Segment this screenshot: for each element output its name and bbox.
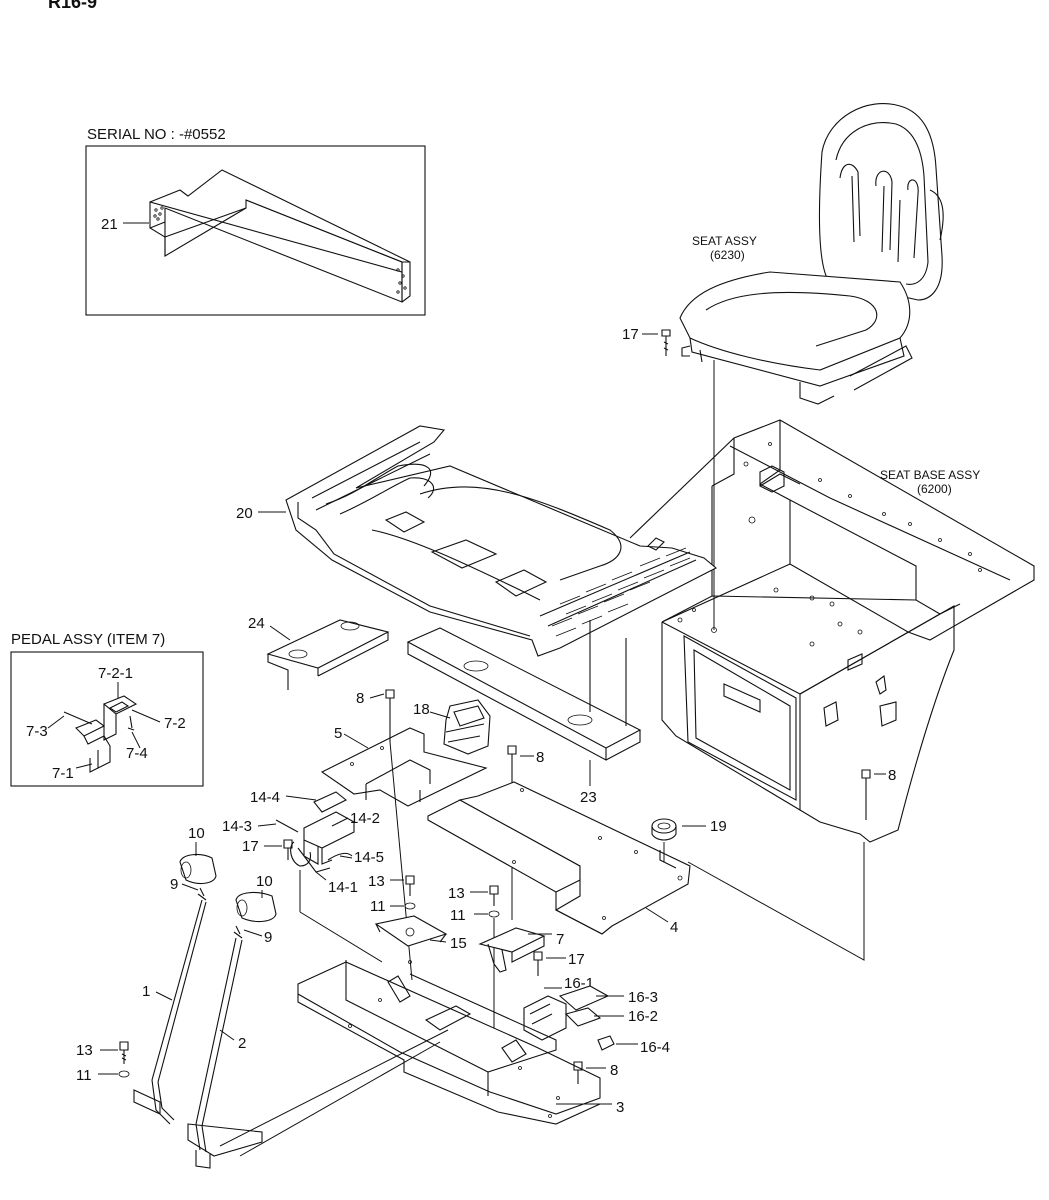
callout-24: 24 (248, 615, 265, 632)
callout-16-3: 16-3 (628, 989, 658, 1006)
callout-15: 15 (450, 935, 467, 952)
callout-19: 19 (710, 818, 727, 835)
callout-17-seat: 17 (622, 326, 639, 343)
callout-7: 7 (556, 931, 564, 948)
callout-16-2: 16-2 (628, 1008, 658, 1025)
callout-17-bracket: 17 (242, 838, 259, 855)
floor-mat-part-20: 20 (236, 425, 717, 657)
beam-part-23: 23 (406, 620, 642, 806)
bolt-part-8-right: 8 (861, 767, 896, 820)
grommet-part-19: 19 (651, 818, 727, 862)
callout-10-right: 10 (256, 873, 273, 890)
pedal-inset: PEDAL ASSY (ITEM 7) 7-2-1 7-2 7-3 7-4 7-… (10, 631, 204, 787)
page-code: R16-9 (48, 0, 97, 12)
plate-part-15: 15 (374, 915, 467, 952)
boot-part-18: 18 (413, 699, 491, 755)
lever-part-1: 1 10 9 (133, 825, 217, 1125)
bolt-part-13-mid: 13 11 (368, 873, 416, 915)
seat-assy-ref: (6230) (710, 248, 745, 262)
pedal-group-16: 16-1 16-3 16-2 16-4 (523, 975, 670, 1056)
bolt-part-13-left: 13 11 (76, 1041, 130, 1084)
callout-14-5: 14-5 (354, 849, 384, 866)
callout-14-1: 14-1 (328, 879, 358, 896)
callout-11-left: 11 (76, 1067, 92, 1084)
callout-14-3: 14-3 (222, 818, 252, 835)
callout-14-2: 14-2 (350, 810, 380, 827)
seat-assembly: SEAT ASSY (6230) 17 (622, 103, 944, 630)
callout-11-right: 11 (450, 907, 466, 924)
seat-base-assy-ref: (6200) (917, 482, 952, 496)
callout-2: 2 (238, 1035, 246, 1052)
seat-base-assy-name: SEAT BASE ASSY (880, 468, 980, 482)
callout-13-left: 13 (76, 1042, 93, 1059)
callout-20: 20 (236, 505, 253, 522)
callout-7-2-1: 7-2-1 (98, 665, 133, 682)
bolt-part-17-pedal: 17 (533, 951, 585, 976)
callout-17-pedal: 17 (568, 951, 585, 968)
serial-inset-caption: SERIAL NO : -#0552 (87, 126, 226, 143)
callout-21: 21 (101, 216, 118, 233)
callout-23: 23 (580, 789, 597, 806)
bolt-part-8-lower: 8 (573, 1061, 618, 1084)
pedal-part-7: 7 (478, 927, 564, 973)
callout-7-3: 7-3 (26, 723, 48, 740)
callout-3: 3 (616, 1099, 624, 1116)
callout-7-1: 7-1 (52, 765, 74, 782)
callout-10-left: 10 (188, 825, 205, 842)
callout-1: 1 (142, 983, 150, 1000)
callout-14-4: 14-4 (250, 789, 280, 806)
seat-assy-name: SEAT ASSY (692, 234, 757, 248)
pedal-inset-caption: PEDAL ASSY (ITEM 7) (11, 631, 165, 648)
bracket-group-14: 14-4 14-2 14-3 14-1 14-5 17 (222, 789, 384, 963)
callout-13-mid: 13 (368, 873, 385, 890)
rail-part-21 (149, 199, 403, 273)
callout-9-right: 9 (264, 929, 272, 946)
callout-5: 5 (334, 725, 342, 742)
seat-base-assembly: SEAT BASE ASSY (6200) (629, 419, 1035, 961)
callout-18: 18 (413, 701, 430, 718)
callout-16-4: 16-4 (640, 1039, 670, 1056)
callout-8-lower: 8 (610, 1062, 618, 1079)
plate-part-4: 4 (427, 781, 691, 936)
callout-4: 4 (670, 919, 678, 936)
callout-9-left: 9 (170, 876, 178, 893)
base-plate-part-3: 3 (219, 960, 624, 1157)
plate-part-24: 24 (248, 615, 390, 690)
serial-inset: SERIAL NO : -#0552 21 (85, 126, 426, 316)
callout-13-right: 13 (448, 885, 465, 902)
callout-8-center: 8 (536, 749, 544, 766)
lever-part-2: 2 10 9 (187, 873, 277, 1169)
callout-7-4: 7-4 (126, 745, 148, 762)
callout-8-plate5: 8 (356, 690, 364, 707)
callout-7-2: 7-2 (164, 715, 186, 732)
callout-8-right: 8 (888, 767, 896, 784)
callout-11-mid: 11 (370, 898, 386, 915)
